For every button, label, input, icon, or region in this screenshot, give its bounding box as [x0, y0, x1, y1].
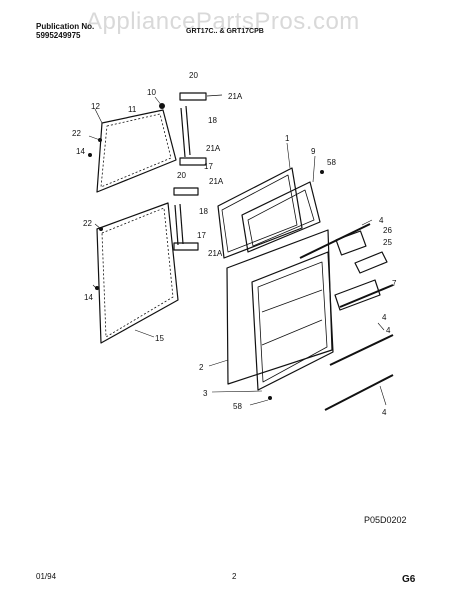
callout-21a-top: 21A: [228, 92, 243, 101]
door-rack-bottom: [324, 374, 394, 411]
screw-58-lower-icon: [268, 396, 272, 400]
door-rack-middle: [339, 284, 394, 308]
freezer-door-gasket-part: [96, 109, 177, 193]
callout-18-lower: 18: [199, 207, 208, 216]
callout-21a-bottom: 21A: [208, 249, 223, 258]
screw-14-icon: [88, 153, 92, 157]
diagram-code: P05D0202: [364, 515, 407, 525]
freezer-door-outer-part: [217, 167, 303, 259]
callout-4-mid: 4: [382, 313, 387, 322]
callout-10: 10: [147, 88, 156, 97]
callout-14-lower: 14: [84, 293, 93, 302]
refrigerator-door-outer-part: [226, 229, 333, 385]
callout-17-lower: 17: [197, 231, 206, 240]
butter-compartment-part: [334, 279, 381, 311]
callout-20-mid: 20: [177, 171, 186, 180]
footer-section: G6: [402, 574, 416, 585]
model-text: GRT17C.. & GRT17CPB: [186, 28, 264, 35]
screw-22-lower-icon: [99, 227, 103, 231]
dairy-door-part: [354, 251, 388, 274]
callout-26: 26: [383, 226, 392, 235]
callout-22-lower: 22: [83, 219, 92, 228]
footer-date: 01/94: [36, 572, 57, 581]
callout-12: 12: [91, 102, 100, 111]
publication-label: Publication No.: [36, 22, 95, 31]
screw-14-lower-icon: [95, 286, 99, 290]
callout-9: 9: [311, 147, 316, 156]
callout-7: 7: [392, 279, 397, 288]
callout-15: 15: [155, 334, 164, 343]
watermark: AppliancePartsPros.com: [86, 8, 360, 35]
callout-58-bottom: 58: [233, 402, 242, 411]
callout-3: 3: [203, 389, 208, 398]
callout-11: 11: [128, 105, 137, 114]
callout-21a-mid: 21A: [206, 144, 221, 153]
egg-tray-part: [335, 230, 367, 256]
callout-25: 25: [383, 238, 392, 247]
callout-4-mid2: 4: [386, 326, 391, 335]
door-rack-lower: [329, 334, 394, 366]
callout-58-top: 58: [327, 158, 336, 167]
callout-18-top: 18: [208, 116, 217, 125]
freezer-door-liner-part: [241, 181, 321, 253]
callout-21a-lower: 21A: [209, 177, 224, 186]
publication-number: 5995249975: [36, 31, 81, 40]
door-rack-upper: [299, 223, 371, 259]
footer-page: 2: [232, 572, 237, 581]
screw-58-icon: [320, 170, 324, 174]
callout-4-top: 4: [379, 216, 384, 225]
knob-10-icon: [159, 103, 165, 109]
callout-20-top: 20: [189, 71, 198, 80]
callout-14-top: 14: [76, 147, 85, 156]
refrigerator-door-gasket-part: [96, 202, 179, 344]
callout-2: 2: [199, 363, 204, 372]
refrigerator-door-liner-part: [251, 251, 334, 391]
callout-22-top: 22: [72, 129, 81, 138]
screw-22-icon: [98, 138, 102, 142]
callout-17-top: 17: [204, 162, 213, 171]
callout-1: 1: [285, 134, 290, 143]
callout-4-bottom: 4: [382, 408, 387, 417]
